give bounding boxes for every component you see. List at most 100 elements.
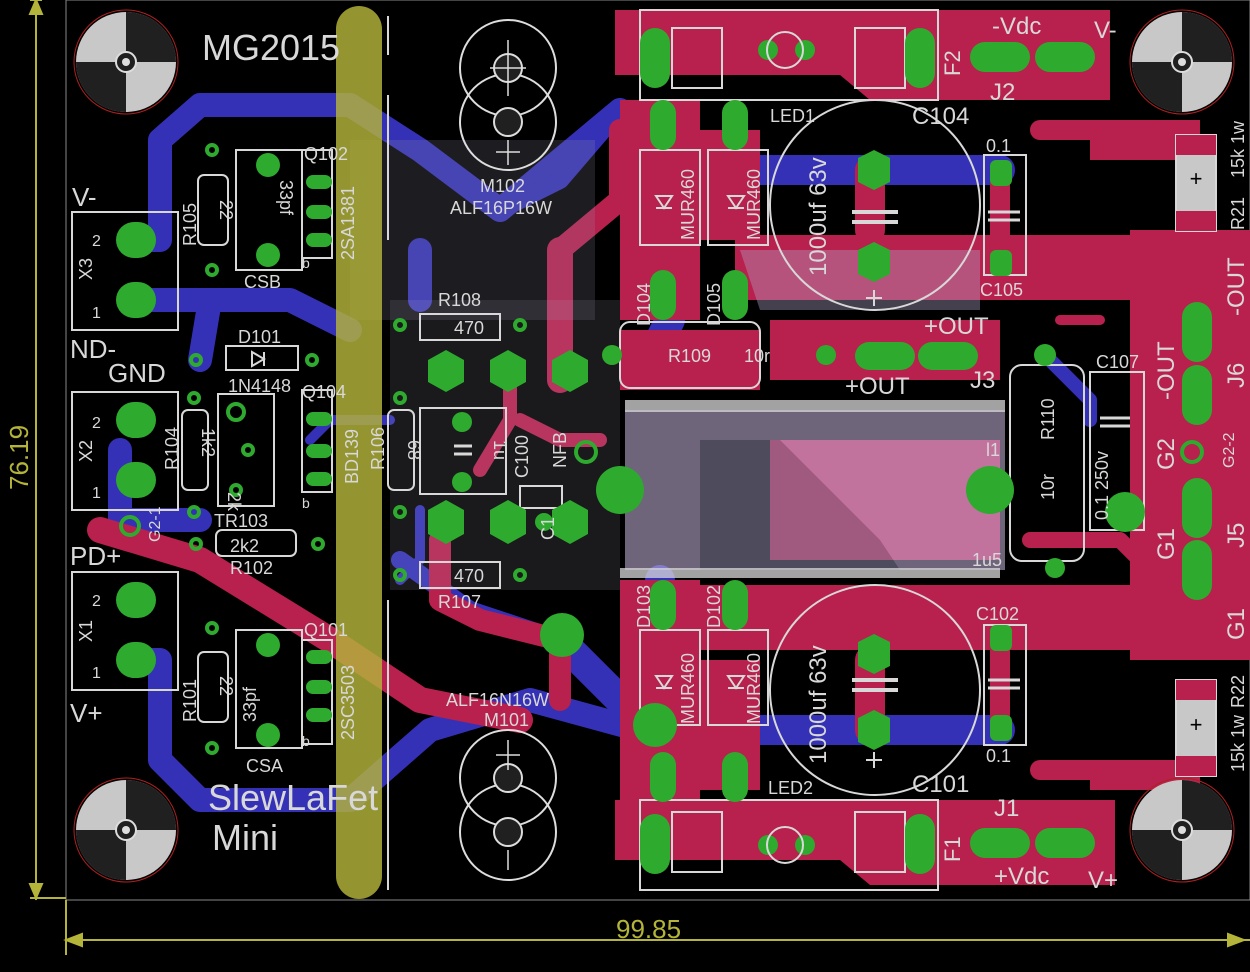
- pads: [116, 28, 1212, 874]
- q104-pin: b: [302, 495, 310, 511]
- j5-ref: J5: [1223, 523, 1250, 548]
- r106-value: 68: [404, 440, 424, 460]
- project-line2: Mini: [212, 817, 278, 858]
- d102-ref: D102: [704, 585, 724, 628]
- q102-pin: b: [302, 255, 310, 271]
- g2-2-label: G2-2: [1221, 432, 1238, 468]
- d101-part: 1N4148: [228, 376, 291, 396]
- j2-ref: J2: [990, 79, 1015, 106]
- j3-ref: J3: [970, 367, 995, 394]
- r107-ref: R107: [438, 592, 481, 612]
- d102-part: MUR460: [744, 653, 764, 724]
- csa-ref: CSA: [246, 756, 283, 776]
- m102-ref: M102: [480, 176, 525, 196]
- j6-ref: J6: [1223, 363, 1250, 388]
- x3-pin2: 2: [92, 233, 101, 250]
- l1-ref: l1: [986, 440, 1000, 460]
- tr103-ref: TR103: [214, 511, 268, 531]
- x2-pin1: 1: [92, 485, 101, 502]
- led2-ref: LED2: [768, 778, 813, 798]
- x3-ref: X3: [76, 258, 96, 280]
- g2-1-label: G2-1: [147, 506, 164, 542]
- r22-value: 15k 1w: [1228, 714, 1248, 772]
- c100-ref: C100: [512, 435, 532, 478]
- g2-label: G2: [1153, 438, 1180, 470]
- c105-ref: C105: [980, 280, 1023, 300]
- x2-label-top: GND: [108, 358, 166, 388]
- j6-label2: -OUT: [1153, 341, 1180, 400]
- d105-part: MUR460: [744, 169, 764, 240]
- q104-part: BD139: [342, 429, 362, 484]
- r110-value: 10r: [1038, 474, 1058, 500]
- c107-value: 0.1 250v: [1092, 451, 1112, 520]
- vias: [119, 143, 1204, 755]
- q104-ref: Q104: [302, 382, 346, 402]
- l1-value: 1u5: [972, 550, 1002, 570]
- r108-value: 470: [454, 318, 484, 338]
- height-dimension: 76.19: [4, 425, 34, 490]
- j6-label1: -OUT: [1223, 257, 1250, 316]
- transistor-heatsink-bar: [336, 6, 382, 899]
- r104-ref: R104: [162, 427, 182, 470]
- c101-value: 1000uf 63v: [805, 645, 832, 764]
- x3-pin1: 1: [92, 305, 101, 322]
- j3-label2: +OUT: [845, 373, 910, 400]
- q101-pin: b: [302, 733, 310, 749]
- x3-label-top: V-: [72, 182, 97, 212]
- c102-value: 0.1: [986, 746, 1011, 766]
- r109-value: 10r: [744, 346, 770, 366]
- silkscreen-text: MG2015 SlewLaFet Mini V- ND- GND PD+ V+ …: [70, 13, 1250, 894]
- r107-value: 470: [454, 566, 484, 586]
- j1-label: +Vdc: [994, 863, 1049, 890]
- q102-part: 2SA1381: [338, 186, 358, 260]
- x1-ref: X1: [76, 620, 96, 642]
- d103-part: MUR460: [678, 653, 698, 724]
- d104-part: MUR460: [678, 169, 698, 240]
- svg-text:+: +: [1190, 712, 1203, 737]
- j2-label: -Vdc: [992, 13, 1041, 40]
- x3-label-bottom: ND-: [70, 334, 116, 364]
- r105-ref: R105: [180, 203, 200, 246]
- component-symbols: [251, 31, 1130, 864]
- d101-ref: D101: [238, 327, 281, 347]
- c1-ref: C1: [538, 517, 558, 540]
- r22-body: +: [1176, 680, 1216, 776]
- m102-holes: [459, 19, 557, 171]
- q102-ref: Q102: [304, 144, 348, 164]
- r101-value: 22: [216, 676, 236, 696]
- csb-value: 33pf: [276, 180, 296, 216]
- r104-value: 1k2: [198, 428, 218, 457]
- x1-pin1: 1: [92, 665, 101, 682]
- m102-part: ALF16P16W: [450, 198, 552, 218]
- x2-ref: X2: [76, 440, 96, 462]
- x1-label-top: PD+: [70, 541, 121, 571]
- c100-value: 1u: [490, 440, 510, 460]
- x2-pin2: 2: [92, 415, 101, 432]
- dimension-lines: [28, 0, 1250, 955]
- r106-ref: R106: [368, 427, 388, 470]
- m101-part: ALF16N16W: [446, 690, 549, 710]
- r21-body: +: [1176, 135, 1216, 231]
- board-name: MG2015: [202, 27, 340, 68]
- r22-ref: R22: [1228, 675, 1248, 708]
- j5-label1: G1: [1153, 528, 1180, 560]
- c101-ref: C101: [912, 771, 969, 798]
- j1-rail: V+: [1088, 867, 1118, 894]
- r21-value: 15k 1w: [1228, 120, 1248, 178]
- csb-ref: CSB: [244, 272, 281, 292]
- r102-value: 2k2: [230, 536, 259, 556]
- c107-ref: C107: [1096, 352, 1139, 372]
- heatsink-fins-bottom: [620, 568, 1000, 578]
- r21-ref: R21: [1228, 197, 1248, 230]
- d104-ref: D104: [634, 283, 654, 326]
- svg-text:+: +: [1190, 166, 1203, 191]
- r105-value: 22: [216, 200, 236, 220]
- project-line1: SlewLaFet: [208, 777, 378, 818]
- led1-ref: LED1: [770, 106, 815, 126]
- x1-label-bottom: V+: [70, 698, 103, 728]
- c104-ref: C104: [912, 103, 969, 130]
- j2-rail: V-: [1094, 17, 1117, 44]
- d105-ref: D105: [704, 283, 724, 326]
- r101-ref: R101: [180, 679, 200, 722]
